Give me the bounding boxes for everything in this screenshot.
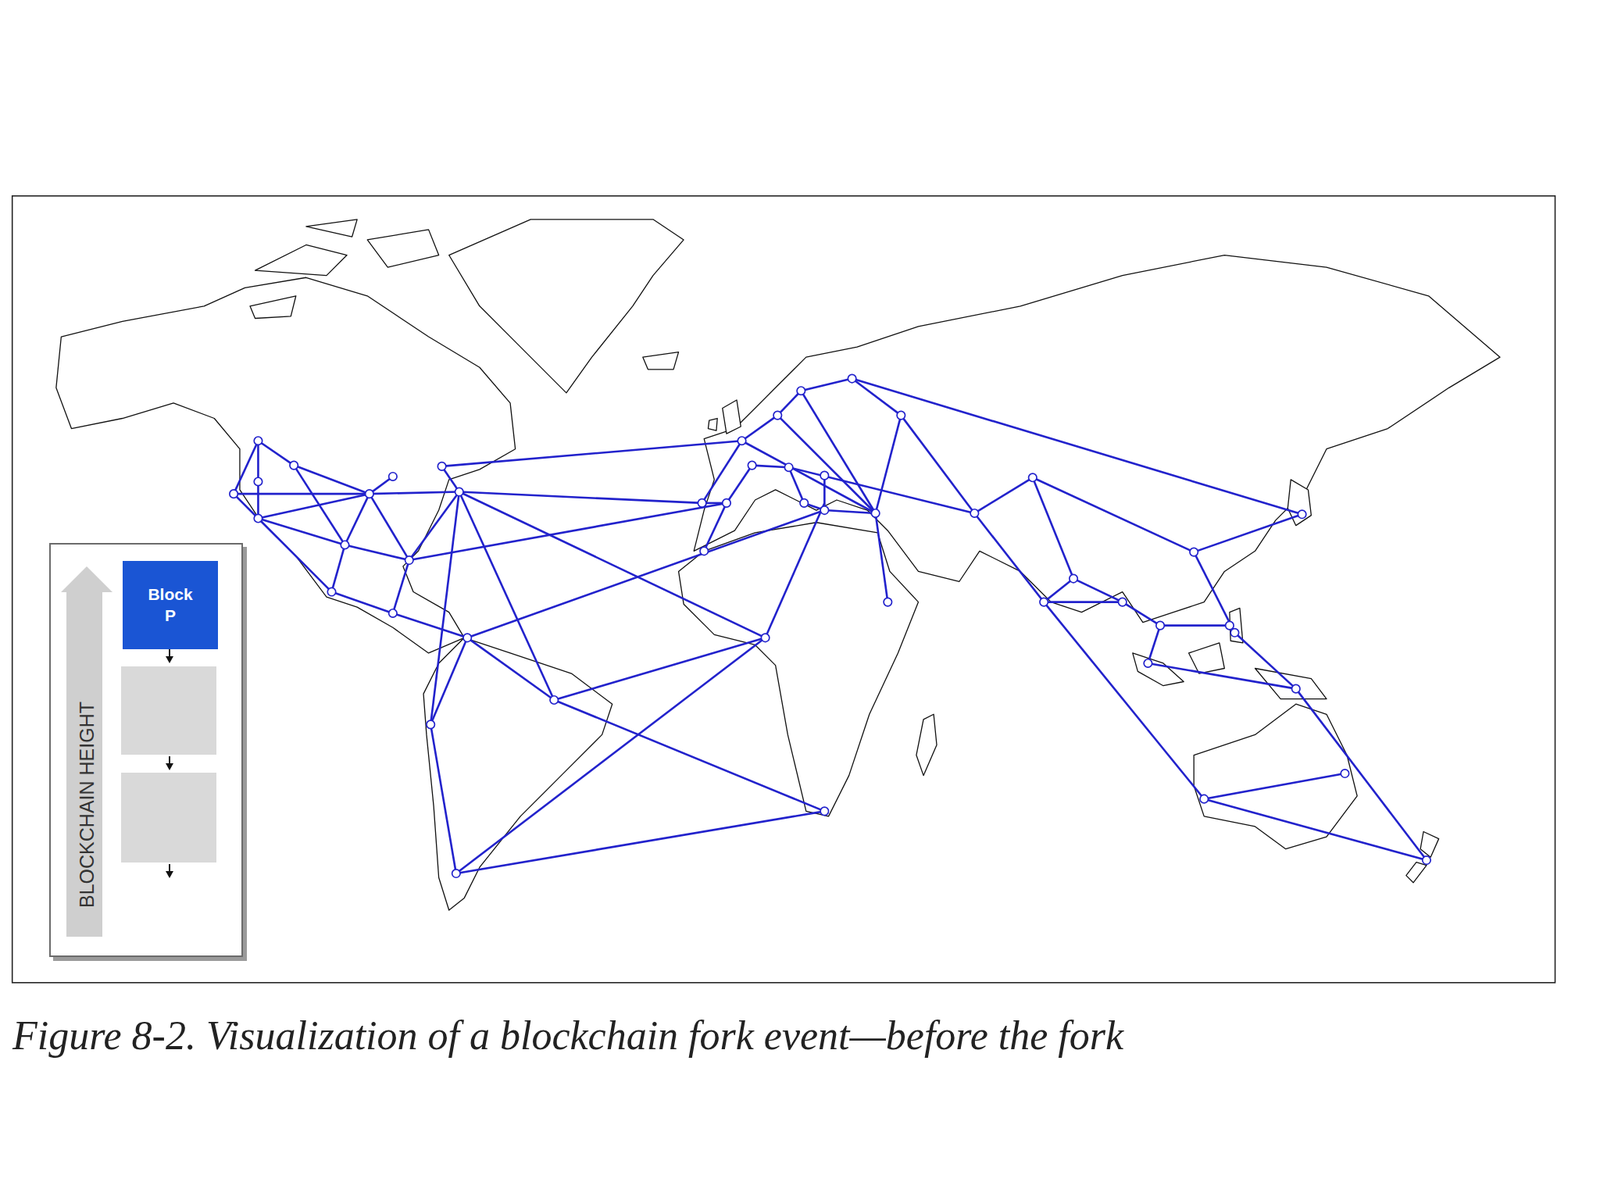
figure-caption: Figure 8-2. Visualization of a blockchai… <box>12 1012 1124 1059</box>
block-box: Block P <box>122 560 218 650</box>
block-label: Block P <box>147 584 193 626</box>
axis-label: BLOCKCHAIN HEIGHT <box>75 701 99 908</box>
block-box <box>121 666 217 755</box>
network-links <box>233 378 1427 874</box>
map-frame <box>12 196 1556 983</box>
height-arrow <box>60 566 113 937</box>
legend-ground <box>49 542 243 958</box>
block-box <box>121 772 217 863</box>
network-dots <box>229 374 1431 878</box>
legend-box: BLOCKCHAIN HEIGHT Block P <box>49 542 243 958</box>
chain-arrows <box>165 649 174 879</box>
coastlines <box>56 219 1500 911</box>
